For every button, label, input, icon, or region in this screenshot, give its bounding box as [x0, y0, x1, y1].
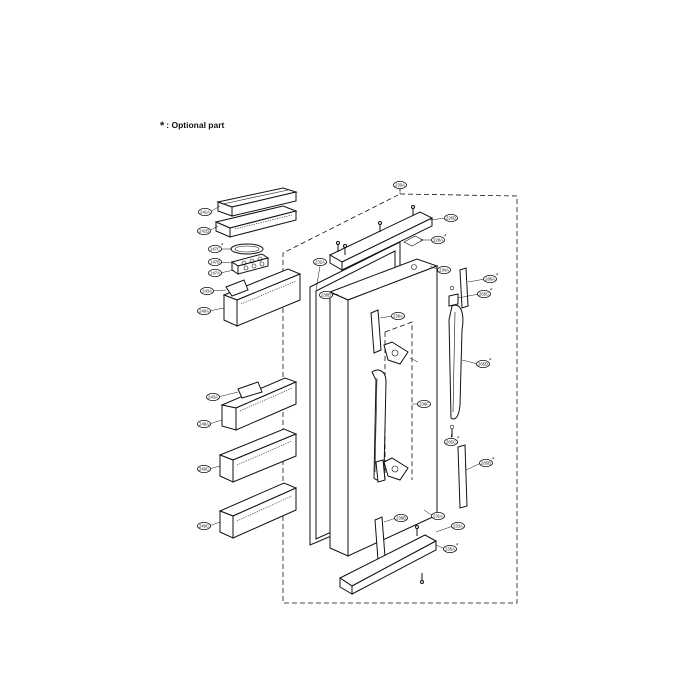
part-number-label: 147A [210, 271, 220, 276]
part-number-label: 228A [433, 238, 443, 243]
optional-asterisk: * [444, 235, 447, 241]
part-number-label: 249C [199, 524, 209, 529]
part-number-label: 233A [453, 524, 463, 529]
handle-trim-bottom [457, 444, 468, 509]
part-number-label: 231A [433, 514, 443, 519]
part-callout-265c: 265C* [477, 289, 493, 298]
optional-asterisk: * [492, 458, 495, 464]
part-callout-249c: 249C [197, 522, 211, 531]
part-number-label: 249C [199, 467, 209, 472]
part-number-label: 236F [419, 402, 429, 407]
part-number-label: 243A [208, 395, 218, 400]
bin-cover-241b [214, 205, 298, 238]
part-callout-241a: 241A [198, 207, 212, 216]
screws [336, 205, 424, 584]
part-callouts: 241A241B147C*147B147A243A240A243A248A249… [197, 180, 499, 554]
part-callout-265c: 265C* [444, 437, 460, 446]
part-callout-235a: 235A* [443, 544, 459, 554]
part-number-label: 265C [479, 292, 489, 297]
bottom-hinge-cover [339, 534, 438, 595]
part-callout-147a: 147A [208, 268, 222, 277]
part-callout-230b: 230B [319, 290, 333, 299]
door-bin-249c-upper [218, 428, 298, 483]
part-callout-249c: 249C [197, 464, 211, 473]
part-callout-240a: 240A [197, 306, 211, 315]
part-callout-265b: 265B* [479, 458, 495, 467]
part-callout-248a: 248A [197, 419, 211, 428]
part-callout-236f: 236F [417, 399, 431, 408]
optional-asterisk: * [456, 544, 459, 550]
part-number-label: 232A [315, 260, 325, 265]
handle-trim-top [459, 267, 469, 309]
part-callout-230a: 230A [393, 180, 407, 189]
part-callout-226d: 226D [444, 213, 458, 222]
part-callout-241b: 241B [197, 226, 211, 235]
part-callout-265d: 265D* [476, 359, 492, 368]
door-top-cap [328, 211, 434, 271]
part-callout-233a: 233A [451, 522, 465, 531]
door-panel [328, 258, 439, 557]
optional-asterisk: * [489, 359, 492, 365]
part-number-label: 240A [199, 309, 209, 314]
egg-tray-parts [230, 243, 270, 275]
part-number-label: 241A [200, 210, 210, 215]
part-number-label: 236B [396, 516, 406, 521]
part-callout-147c: 147C* [208, 244, 224, 253]
part-callout-243a: 243A [206, 392, 220, 401]
part-callout-243a: 243A [200, 286, 214, 295]
optional-asterisk: * [490, 289, 493, 295]
legend-text: : Optional part [166, 120, 225, 130]
part-callout-236a: 236A [391, 311, 405, 320]
part-number-label: 226D [446, 216, 456, 221]
part-callout-232a: 232A [313, 257, 327, 266]
part-number-label: 234A [439, 268, 449, 273]
handle-bracket-upper [383, 341, 419, 365]
part-callout-231a: 231A [431, 512, 445, 521]
door-bin-249c-lower [218, 482, 298, 539]
part-callout-236b: 236B [394, 514, 408, 523]
optional-part-legend: *: Optional part [160, 120, 224, 132]
hinge-covers [370, 309, 386, 561]
door-bin-248a [220, 377, 298, 431]
part-number-label: 248A [199, 422, 209, 427]
optional-asterisk: * [221, 244, 224, 250]
asterisk-mark: * [160, 120, 165, 132]
part-number-label: 265D [478, 362, 488, 367]
part-number-label: 235A [445, 547, 455, 552]
door-bin-240a [222, 268, 302, 327]
part-number-label: 147B [210, 260, 220, 265]
handle-bracket-lower [383, 457, 409, 481]
part-number-label: 241B [199, 229, 209, 234]
part-number-label: 243A [202, 289, 212, 294]
part-callout-286a: 286A* [483, 274, 499, 283]
bin-cover-241a [216, 187, 298, 217]
part-callout-228a: 228A* [431, 235, 447, 244]
part-number-label: 230A [395, 183, 405, 188]
part-number-label: 147C [210, 247, 220, 252]
optional-asterisk: * [457, 437, 460, 443]
outer-handle-265d [448, 293, 464, 420]
optional-asterisk: * [496, 274, 499, 280]
part-number-label: 265C [446, 440, 456, 445]
part-number-label: 286A [485, 277, 495, 282]
part-number-label: 230B [321, 293, 331, 298]
part-callout-234a: 234A [437, 265, 451, 274]
part-callout-147b: 147B [208, 257, 222, 266]
part-number-label: 265B [481, 461, 491, 466]
part-number-label: 236A [393, 314, 403, 319]
